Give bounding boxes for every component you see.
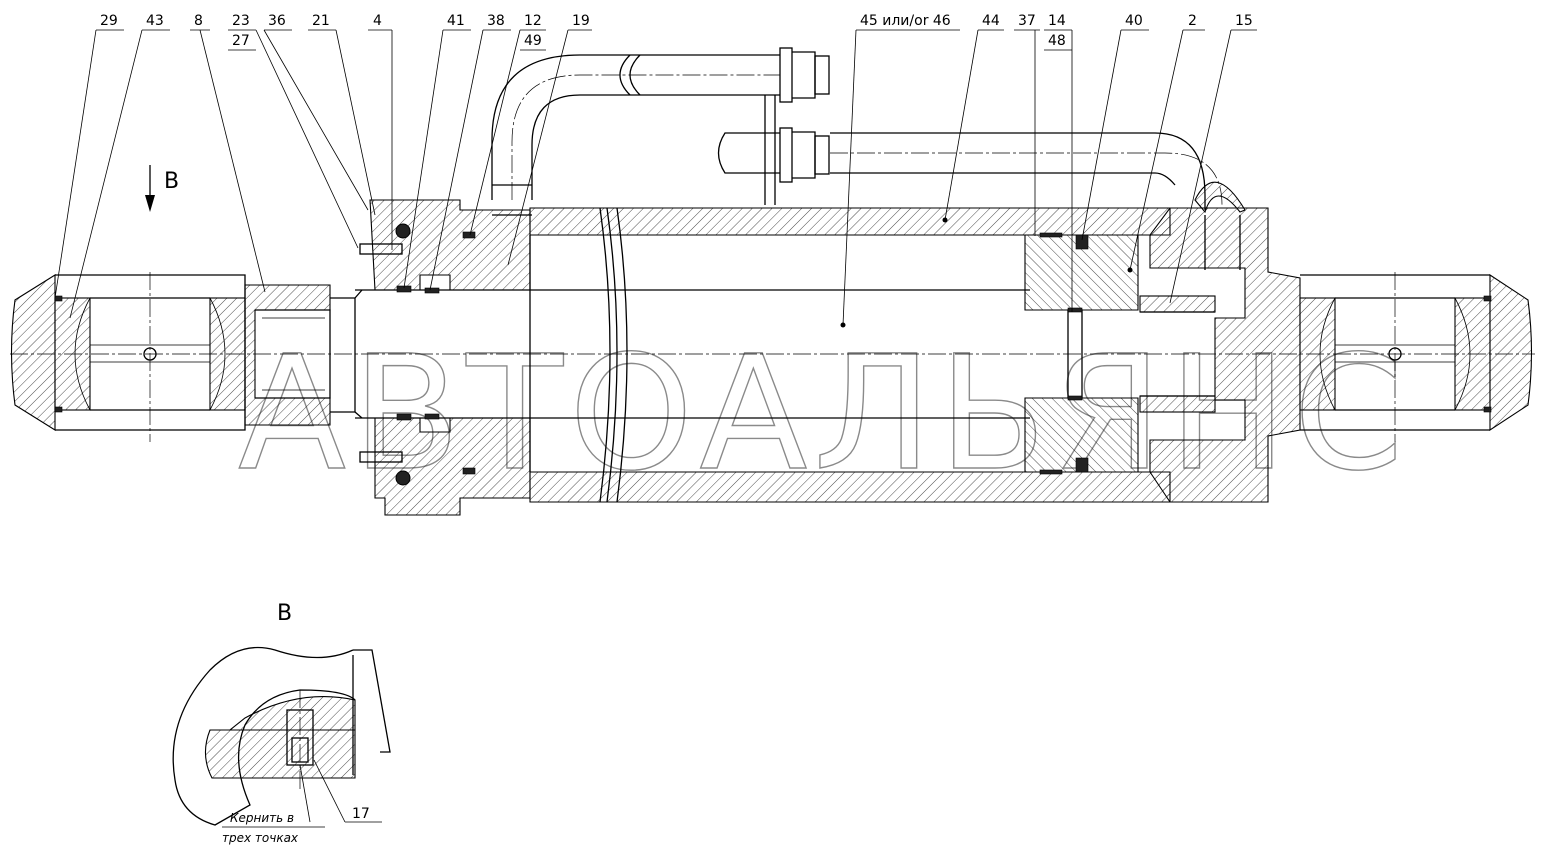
- piston: [1024, 232, 1139, 475]
- callout-27: 27: [232, 33, 250, 49]
- callout-45: 45 или/or 46: [860, 13, 951, 29]
- callout-14: 14: [1048, 13, 1066, 29]
- detail-view-b: B 17 Кернить в трех точках: [172, 601, 391, 845]
- callout-17: 17: [352, 806, 370, 822]
- callout-37: 37: [1018, 13, 1036, 29]
- callout-23: 23: [232, 13, 250, 29]
- callout-38: 38: [487, 13, 505, 29]
- callout-2: 2: [1188, 13, 1197, 29]
- callout-41: 41: [447, 13, 465, 29]
- view-marker: B: [145, 165, 179, 212]
- callout-12: 12: [524, 13, 542, 29]
- detail-note-line2: трех точках: [222, 831, 299, 845]
- callout-49: 49: [524, 33, 542, 49]
- callout-36: 36: [268, 13, 286, 29]
- bottom-cap: [1139, 207, 1301, 503]
- callout-43: 43: [146, 13, 164, 29]
- rod-end-fitting: [244, 284, 356, 426]
- hydraulic-tubes: [491, 47, 1246, 216]
- detail-view-title: B: [277, 601, 292, 626]
- callout-21: 21: [312, 13, 330, 29]
- callout-labels: 29 43 8 23 27 36 21 4 41 38 12 49: [54, 13, 1257, 328]
- callout-19: 19: [572, 13, 590, 29]
- gland-assembly: [359, 199, 531, 516]
- detail-note-line1: Кернить в: [230, 811, 294, 825]
- callout-4: 4: [373, 13, 382, 29]
- callout-29: 29: [100, 13, 118, 29]
- callout-15: 15: [1235, 13, 1253, 29]
- callout-40: 40: [1125, 13, 1143, 29]
- callout-44: 44: [982, 13, 1000, 29]
- callout-48: 48: [1048, 33, 1066, 49]
- callout-8: 8: [194, 13, 203, 29]
- view-marker-label: B: [164, 169, 179, 194]
- left-rod-eye: [10, 272, 246, 442]
